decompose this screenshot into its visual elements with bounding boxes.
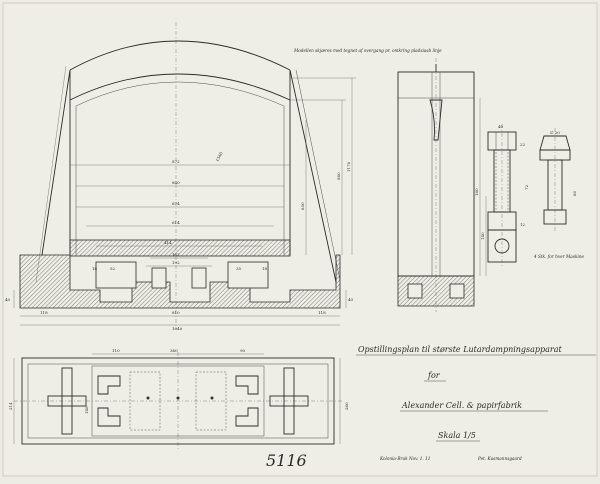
dim-plan-v1: 214	[8, 402, 13, 410]
dim-h4: 614	[172, 220, 180, 225]
bolt-note: 4 Stk. for hver Maskine	[533, 254, 585, 259]
top-note: Modellen skjæres med tegnet af overgang …	[293, 48, 442, 53]
title-line-1: Opstillingsplan til største Lutardampnin…	[358, 345, 563, 354]
dim-bolt-b: 22	[520, 142, 526, 147]
dim-bolt-d: 80	[572, 190, 577, 196]
dim-arc: 1540	[214, 151, 223, 163]
base-rim-section	[69, 239, 291, 257]
dim-small-c: 35	[236, 266, 242, 271]
title-line-4: Skala 1/5	[438, 431, 476, 440]
side-elevation-view: 180 140	[397, 58, 487, 312]
dim-h7: 192	[172, 260, 180, 265]
dim-h2: 840	[172, 180, 180, 185]
signature: Pet. Kusmannsgaard	[477, 456, 522, 461]
dim-plan-v2: 260	[344, 402, 349, 410]
dim-h3: 674	[172, 201, 180, 206]
sheet-number: 5116	[266, 451, 307, 470]
base-casting-section	[19, 254, 341, 309]
side-base-section	[397, 275, 475, 307]
dim-base-height: 40	[5, 297, 11, 302]
dim-plan-h3: 90	[240, 348, 246, 353]
dim-small-a: 18	[92, 266, 98, 271]
dim-h6: 162	[172, 252, 180, 257]
date-line: Kolonia-Bruk Nov. 1. 11	[379, 456, 430, 461]
dim-vertical-3: 850	[300, 202, 305, 210]
hood-outer-arc	[69, 40, 291, 71]
dim-plan-h2: 110	[112, 348, 120, 353]
dim-plan-h1: 360	[170, 348, 178, 353]
dim-bolt-c: 72	[524, 184, 529, 190]
dim-small-d: 18	[262, 266, 268, 271]
plan-view: 360 110 90 214 260 148	[8, 348, 349, 450]
dim-side-v2: 140	[480, 232, 485, 240]
title-block: Opstillingsplan til største Lutardampnin…	[356, 345, 596, 461]
dim-plan-v3: 148	[84, 406, 89, 414]
dim-side-v1: 180	[474, 188, 479, 196]
bolt-detail-view: 40 22 72 12 80 ∅ 20 4 Stk. for hver Mask…	[487, 124, 585, 266]
title-line-3: Alexander Cell. & papirfabrik	[401, 401, 522, 410]
dim-h5: 414	[164, 240, 172, 245]
hood-inner-arc-2	[75, 81, 285, 107]
dim-bolt-a: 40	[498, 124, 504, 129]
dim-base-height-right: 40	[348, 297, 354, 302]
dim-base-width: 810	[172, 310, 180, 315]
dim-vertical-1: 1170	[346, 161, 351, 172]
dim-vertical-2: 980	[336, 172, 341, 180]
paper-border	[2, 2, 598, 477]
dim-h1: 872	[172, 159, 180, 164]
dim-base-side-left: 118	[40, 310, 48, 315]
bolt-diameter: ∅ 20	[550, 130, 560, 135]
hood-inner-arc	[69, 73, 291, 101]
title-line-2: for	[427, 371, 441, 380]
dim-bolt-e: 12	[520, 222, 526, 227]
dim-base-side-right: 118	[318, 310, 326, 315]
front-elevation-view: 872 840 674 614 414 162 192 18 52 35 18 …	[5, 22, 356, 331]
dim-base-length: 1040	[172, 326, 183, 331]
dim-small-b: 52	[110, 266, 116, 271]
